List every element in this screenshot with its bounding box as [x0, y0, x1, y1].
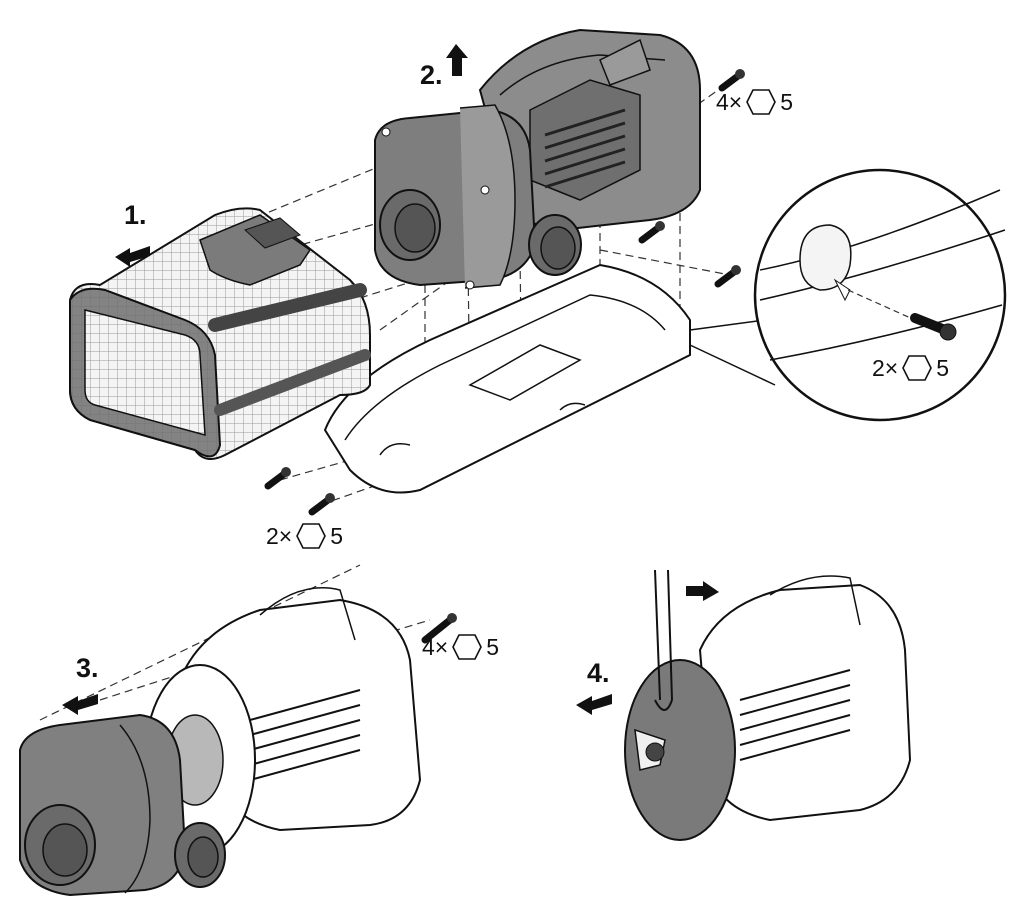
strainer-cage [69, 207, 371, 460]
screw-icon [308, 493, 335, 516]
motor-housing-step3 [144, 587, 422, 856]
fastener-callout-base: 2× 5 [266, 522, 343, 550]
pry-tool [654, 569, 673, 711]
fastener-quantity: 4× [716, 88, 743, 115]
arrow-icon [446, 44, 468, 76]
motor-housing-step4 [624, 575, 912, 841]
arrow-icon [686, 581, 719, 601]
step-1-label: 1. [124, 200, 147, 230]
fastener-callout-step3: 4× 5 [422, 633, 499, 661]
hexagon-icon [452, 634, 483, 660]
hexagon-icon [746, 89, 777, 115]
hexagon-icon [296, 523, 327, 549]
wrench-size: 5 [486, 633, 500, 660]
screw-icon [264, 467, 291, 490]
step-3-label: 3. [76, 653, 99, 683]
hexagon-icon [902, 355, 933, 381]
base-sled [323, 263, 691, 494]
fastener-quantity: 2× [266, 522, 293, 549]
screw-icon [718, 69, 745, 92]
detail-magnifier [689, 168, 1007, 422]
arrow-icon [115, 246, 150, 267]
fastener-quantity: 2× [872, 354, 899, 381]
pump-motor-unit [374, 28, 701, 290]
wrench-size: 5 [780, 88, 794, 115]
screw-icon [910, 313, 957, 341]
screw-icon [638, 221, 665, 244]
wrench-size: 5 [936, 354, 950, 381]
fastener-callout-detail: 2× 5 [872, 354, 949, 382]
fastener-callout-top: 4× 5 [716, 88, 793, 116]
screw-icon [714, 265, 741, 288]
step-2-label: 2. [420, 60, 443, 90]
arrow-icon [576, 694, 612, 715]
step-4-label: 4. [587, 658, 610, 688]
fastener-quantity: 4× [422, 633, 449, 660]
pump-head-step3 [19, 713, 226, 897]
screw-icon [421, 613, 457, 644]
wrench-size: 5 [330, 522, 344, 549]
arrow-icon [62, 694, 98, 715]
